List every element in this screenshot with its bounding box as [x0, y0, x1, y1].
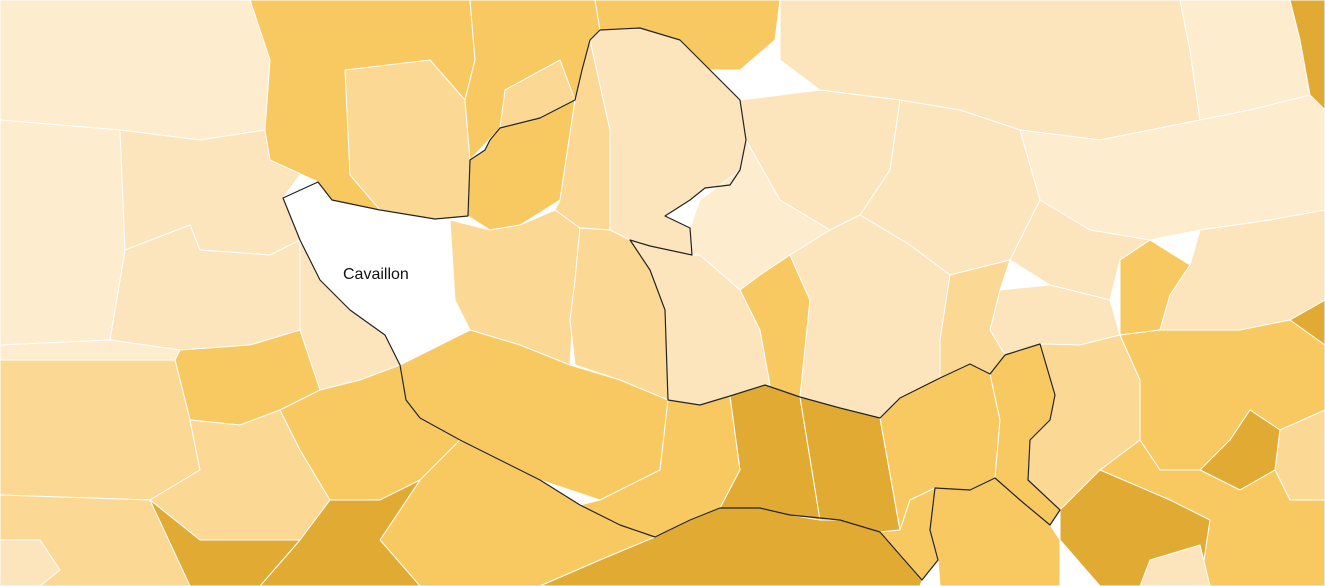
commune-area-57[interactable]	[1139, 544, 1211, 586]
commune-area-1[interactable]	[0, 0, 271, 141]
commune-area-21[interactable]	[1009, 199, 1151, 301]
commune-area-54[interactable]	[259, 479, 421, 586]
selected-commune-outline	[282, 27, 1061, 581]
commune-area-34[interactable]	[0, 359, 201, 501]
commune-area-55[interactable]	[149, 499, 301, 586]
place-label-cavaillon: Cavaillon	[343, 266, 409, 283]
commune-area-2[interactable]	[0, 119, 126, 346]
commune-area-38[interactable]	[0, 539, 61, 586]
